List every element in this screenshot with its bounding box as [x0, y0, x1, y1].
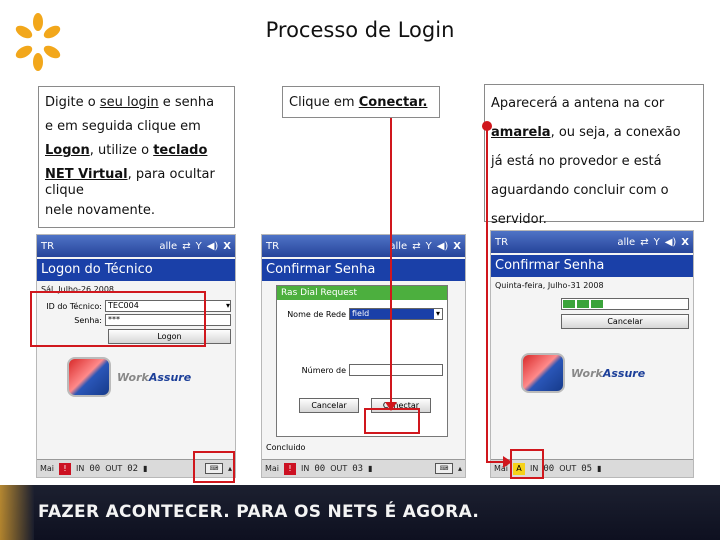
- out-count: 02: [127, 463, 139, 474]
- sync-icon: ⇄: [182, 240, 191, 252]
- highlight-connect-button: [364, 408, 420, 434]
- status-bar: TR alle ⇄ Y ◀) X: [262, 235, 465, 257]
- logon-button[interactable]: Logon: [108, 329, 231, 344]
- keyboard-icon[interactable]: ⌨: [434, 463, 453, 474]
- tech-id-row: ID do Técnico: TEC004▾: [41, 300, 231, 312]
- ras-dial-dialog: Ras Dial Request Nome de Rede field▾ Núm…: [276, 285, 448, 437]
- signal-label: alle: [159, 240, 178, 252]
- shield-icon: [521, 353, 565, 393]
- screen-title: Confirmar Senha: [262, 259, 465, 281]
- bottom-bar: Mai ! IN 00 OUT 02 ▮ ⌨ ▴: [37, 459, 235, 477]
- in-count: 00: [89, 463, 101, 474]
- date-label: Quinta-feira, Julho-31 2008: [495, 281, 604, 290]
- status-bar: TR alle ⇄ Y ◀) X: [37, 235, 235, 257]
- antenna-yellow-icon: A: [513, 462, 526, 475]
- company-logo-icon: [15, 13, 61, 71]
- highlight-keyboard: [193, 451, 235, 483]
- dialog-buttons: Cancelar Conectar: [299, 398, 447, 413]
- warning-icon: !: [59, 462, 72, 475]
- screen-title: Confirmar Senha: [491, 255, 693, 277]
- arrow-antenna-horizontal: [486, 461, 506, 463]
- close-button[interactable]: X: [681, 236, 689, 248]
- footer-banner: FAZER ACONTECER. PARA OS NETS É AGORA.: [0, 485, 720, 540]
- arrow-antenna-vertical: [486, 125, 488, 463]
- warning-icon: !: [284, 462, 297, 475]
- status-bar: TR alle ⇄ Y ◀) X: [491, 231, 693, 253]
- antenna-icon: Y: [653, 236, 660, 248]
- workassure-logo: WorkAssure: [521, 353, 645, 393]
- note-login-instructions: Digite o seu login e senha e em seguida …: [38, 86, 235, 228]
- password-label: Senha:: [74, 315, 102, 325]
- brand-label: TR: [41, 240, 55, 252]
- concluded-label: Concluido: [266, 443, 306, 452]
- note-connect: Clique em Conectar.: [282, 86, 440, 118]
- in-count: 00: [543, 463, 555, 474]
- volume-icon: ◀): [436, 240, 449, 252]
- sync-icon: ⇄: [640, 236, 649, 248]
- cancel-button[interactable]: Cancelar: [561, 314, 689, 329]
- cancel-button[interactable]: Cancelar: [299, 398, 359, 413]
- device-screen-confirm: TR alle ⇄ Y ◀) X Confirmar Senha Ras Dia…: [261, 234, 466, 478]
- volume-icon: ◀): [664, 236, 677, 248]
- tech-id-select[interactable]: TEC004▾: [105, 300, 231, 312]
- screen-title: Logon do Técnico: [37, 259, 235, 281]
- note-antenna: Aparecerá a antena na cor amarela, ou se…: [484, 84, 704, 227]
- out-count: 03: [352, 463, 364, 474]
- footer-accent: [0, 485, 34, 540]
- battery-icon: ▮: [143, 464, 148, 473]
- number-row: Número de: [281, 364, 443, 376]
- bottom-bar: Mai ! IN 00 OUT 03 ▮ ⌨ ▴: [262, 459, 465, 477]
- shield-icon: [67, 357, 111, 397]
- chevron-up-icon[interactable]: ▴: [227, 464, 232, 473]
- highlight-antenna: [510, 449, 544, 479]
- highlight-login-fields: [30, 291, 206, 347]
- close-button[interactable]: X: [453, 240, 461, 252]
- close-button[interactable]: X: [223, 240, 231, 252]
- device-screen-logon: TR alle ⇄ Y ◀) X Logon do Técnico Sál, J…: [36, 234, 236, 478]
- antenna-icon: Y: [425, 240, 432, 252]
- number-input[interactable]: [349, 364, 443, 376]
- page-title: Processo de Login: [265, 18, 455, 42]
- menu-button[interactable]: Mai: [40, 464, 55, 473]
- in-count: 00: [314, 463, 326, 474]
- tech-id-label: ID do Técnico:: [46, 301, 102, 311]
- password-input[interactable]: ***: [105, 314, 231, 326]
- date-label: Sál, Julho-26 2008: [41, 285, 115, 294]
- keyboard-icon[interactable]: ⌨: [204, 463, 223, 474]
- arrow-connect: [390, 118, 392, 404]
- arrowhead-down-icon: [385, 402, 397, 411]
- chevron-up-icon[interactable]: ▴: [457, 464, 462, 473]
- out-count: 05: [581, 463, 593, 474]
- bottom-bar: Mai A IN 00 OUT 05 ▮: [491, 459, 693, 477]
- menu-button[interactable]: Mai: [265, 464, 280, 473]
- battery-icon: ▮: [368, 464, 373, 473]
- network-select[interactable]: field▾: [349, 308, 443, 320]
- antenna-icon: Y: [195, 240, 202, 252]
- password-row: Senha: ***: [41, 314, 231, 326]
- progress-bar: [561, 298, 689, 310]
- chevron-down-icon: ▾: [433, 309, 442, 319]
- chevron-down-icon: ▾: [225, 301, 230, 310]
- arrow-start-dot: [482, 121, 492, 131]
- volume-icon: ◀): [206, 240, 219, 252]
- menu-button[interactable]: Mai: [494, 464, 509, 473]
- network-label: Nome de Rede: [287, 309, 346, 319]
- number-label: Número de: [301, 365, 346, 375]
- workassure-logo: WorkAssure: [67, 357, 191, 397]
- device-screen-antenna: TR alle ⇄ Y ◀) X Confirmar Senha Quinta-…: [490, 230, 694, 478]
- arrowhead-right-icon: [503, 456, 512, 468]
- sync-icon: ⇄: [412, 240, 421, 252]
- battery-icon: ▮: [597, 464, 602, 473]
- network-row: Nome de Rede field▾: [281, 308, 443, 320]
- dialog-title: Ras Dial Request: [277, 286, 447, 300]
